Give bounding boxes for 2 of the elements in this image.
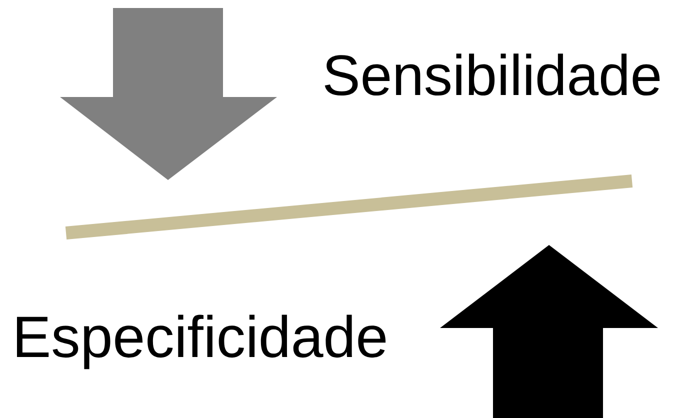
label-text: Sensibilidade bbox=[324, 54, 660, 96]
label-text: Especificidade bbox=[16, 314, 386, 370]
